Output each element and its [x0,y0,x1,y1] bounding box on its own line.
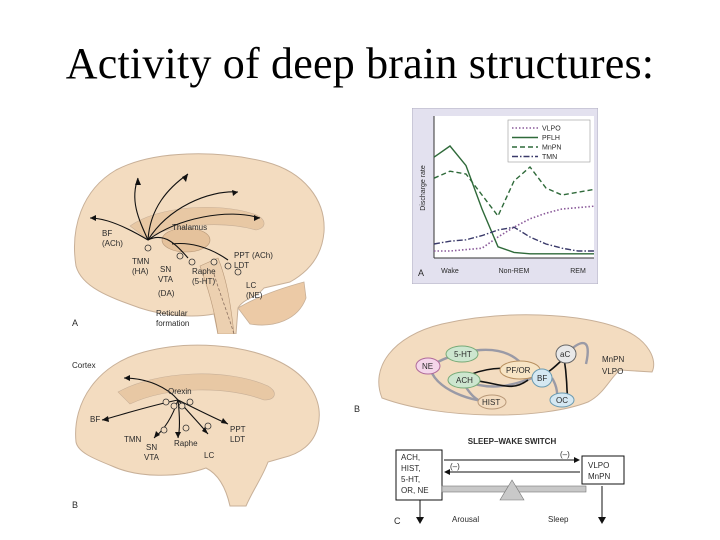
arrowhead-left [444,469,450,475]
corpus-callosum-b [117,373,275,405]
arousal-box [395,449,443,501]
orexin-nuclei [160,398,212,434]
node-ac [555,344,577,364]
y-axis-label: Discharge rate [420,165,427,211]
label-reticular: Reticular [156,309,188,318]
label-raphe-b: Raphe [174,439,198,448]
node-label-5ht: 5-HT [454,350,472,359]
label-tmn: TMN [132,257,150,266]
node-label-bf: BF [537,374,547,383]
label-ppt: PPT [234,251,250,260]
arrowheads [90,174,260,221]
orexin-arrowheads [102,375,228,438]
label-vta: VTA [158,275,174,284]
arousal-line-4: OR, NE [401,486,429,495]
panel-b-right-letter: B [354,404,360,414]
node-ne [415,357,441,375]
x-tick-label: Non-REM [499,268,530,275]
sleep-line-2: MnPN [588,472,610,481]
label-lc: LC [246,281,256,290]
label-ppt-sub: (ACh) [252,251,273,260]
chart-series-group [433,145,595,255]
nucleus-dots [144,244,242,276]
sleep-box [581,455,625,485]
node-oc [549,392,575,408]
label-tmn-sub: (HA) [132,267,149,276]
label-tmn-b: TMN [124,435,142,444]
label-ldt: LDT [234,261,249,270]
panel-c-switch-diagram: SLEEP–WAKE SWITCH ACH, HIST, 5-HT, OR, N… [394,437,625,526]
series-line-tmn [433,226,594,252]
switch-fulcrum [499,479,525,501]
label-bf: BF [102,229,112,238]
label-raphe-sub: (5-HT) [192,277,215,286]
label-thalamus: Thalamus [172,223,207,232]
arousal-line-2: HIST, [401,464,421,473]
x-tick-label: REM [570,268,586,275]
label-cortex: Cortex [72,361,96,370]
chart-panel-letter: A [418,268,424,278]
panel-a-brain-diagram: Thalamus BF (ACh) TMN (HA) SN VTA (DA) R… [72,153,325,334]
label-orexin: Orexin [168,387,192,396]
node-label-ac: aC [560,350,570,359]
legend-label: TMN [542,154,557,161]
legend-box [507,119,591,163]
inhibit-right-sign: (–) [560,450,570,459]
label-ppt-b: PPT [230,425,246,434]
label-raphe: Raphe [192,267,216,276]
arousal-line-3: 5-HT, [401,475,420,484]
label-arousal: Arousal [452,515,479,524]
label-sn-b: SN [146,443,157,452]
x-tick-label: Wake [441,268,459,275]
node-label-oc: OC [556,396,568,405]
node-label-ach: ACH [456,376,473,385]
panel-b-network-diagram: 5-HT NE ACH PF/OR BF HIST OC aC MnPN VLP… [354,314,655,416]
panel-c-letter: C [394,516,401,526]
node-bf [531,368,553,388]
node-hist [477,394,507,410]
label-bf-b: BF [90,415,100,424]
node-ach [447,371,481,389]
arrowhead-right [574,457,580,463]
series-line-mnpn [433,165,595,218]
label-sleep: Sleep [548,515,569,524]
series-line-pflh [433,145,594,255]
brainstem [199,257,235,334]
panel-b-left-letter: B [72,500,78,510]
label-ldt-b: LDT [230,435,245,444]
label-formation: formation [156,319,189,328]
panel-a-letter: A [72,318,78,328]
chart-legend: VLPO PFLH MnPN TMN [512,126,561,161]
legend-label: VLPO [542,126,561,133]
node-5ht [445,345,479,363]
inhibit-left-sign: (–) [450,462,460,471]
legend-label: MnPN [542,145,561,152]
label-vlpo: VLPO [602,367,623,376]
sleep-line-1: VLPO [588,461,609,470]
label-vta-b: VTA [144,453,160,462]
label-da: (DA) [158,289,175,298]
label-sn: SN [160,265,171,274]
label-lc-sub: (NE) [246,291,263,300]
cerebellum [237,281,307,326]
node-label-pfor: PF/OR [506,366,531,375]
switch-title: SLEEP–WAKE SWITCH [468,437,557,446]
label-lc-b: LC [204,451,214,460]
reticular-formation-band [213,273,235,334]
label-bf-sub: (ACh) [102,239,123,248]
label-mnpn: MnPN [602,355,624,364]
brain-outline-b [75,344,320,507]
node-label-hist: HIST [482,398,500,407]
arousal-line-1: ACH, [401,453,420,462]
panel-b-orexin-diagram: Cortex Orexin BF TMN SN VTA Raphe PPT LD… [72,344,320,510]
node-label-ne: NE [422,362,433,371]
slide-title: Activity of deep brain structures: [65,39,655,88]
chart-tick-labels: Wake Non-REM REM [441,268,586,275]
discharge-rate-chart: Discharge rate Wake Non-REM REM VLPO PFLH Mn… [412,108,598,284]
legend-label: PFLH [542,135,560,142]
